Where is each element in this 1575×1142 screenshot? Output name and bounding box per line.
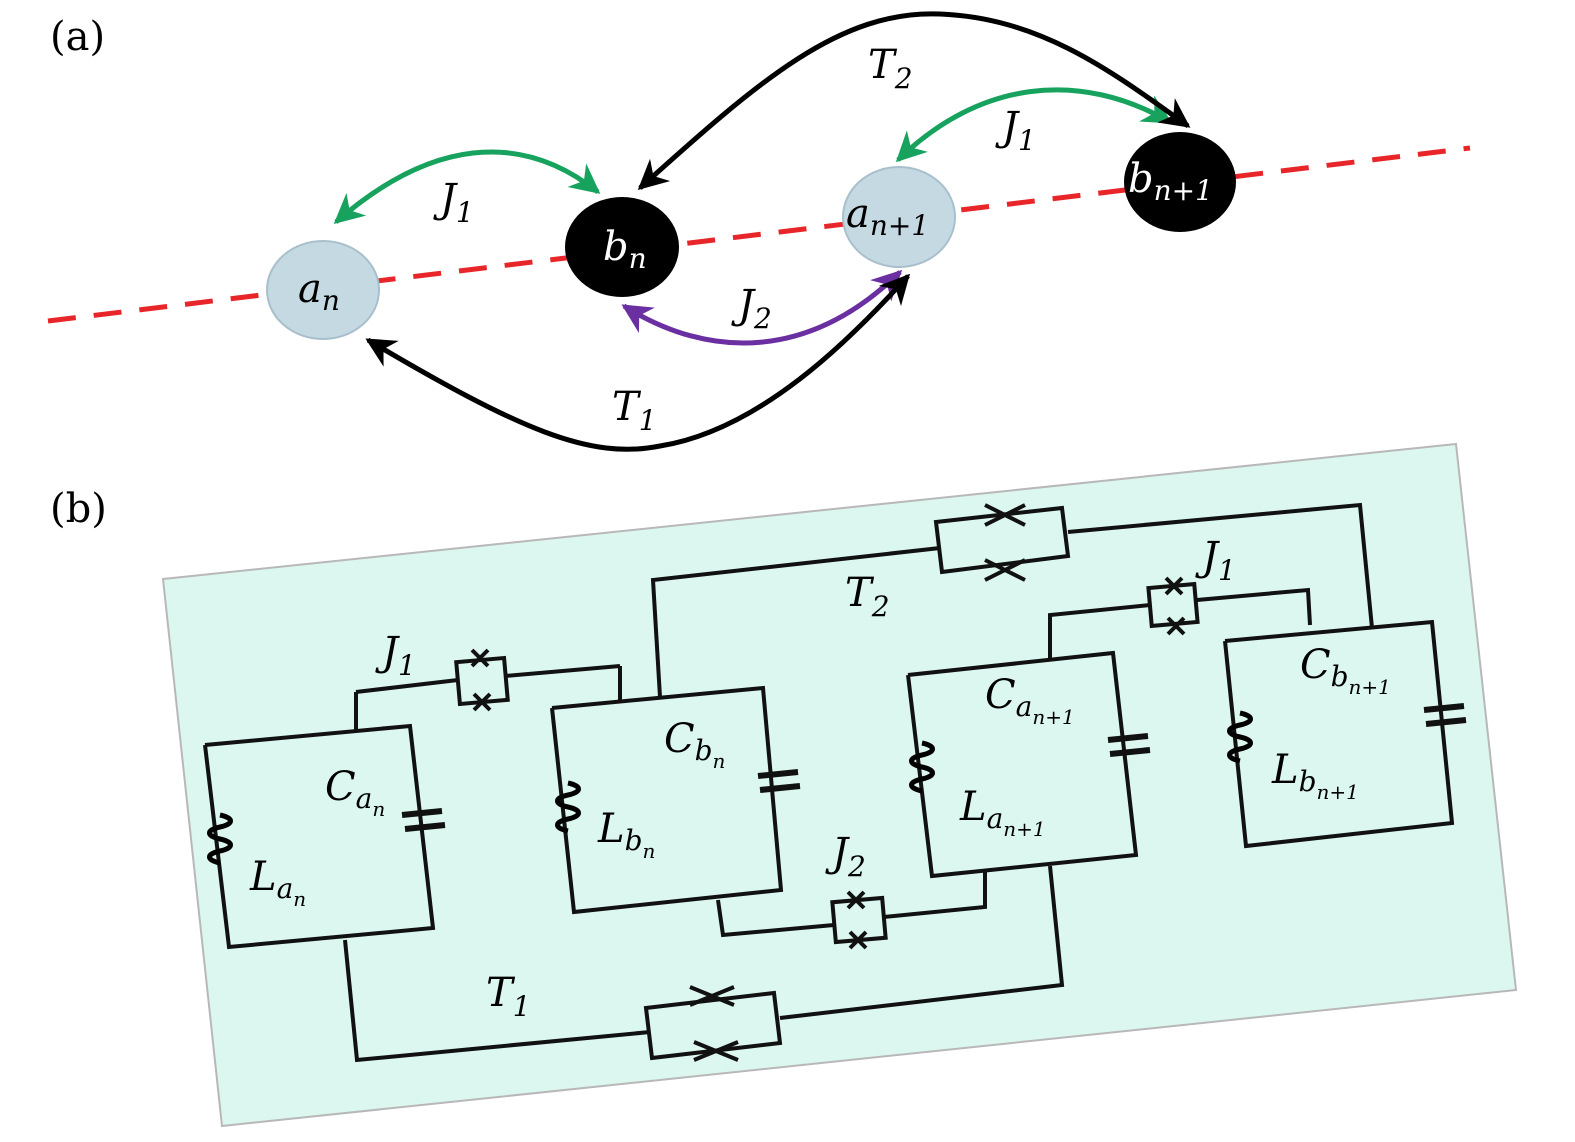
circuit-label-C-an1: Can+1 xyxy=(985,672,1075,729)
circuit-label-T2: T2 xyxy=(845,570,890,623)
T1-arrow xyxy=(365,273,911,452)
circuit xyxy=(203,502,1467,1063)
label-T1: T1 xyxy=(612,384,657,437)
panel-a: (a) an bn an+1 bn+1 J1 J1 J2 T1 T2 xyxy=(47,11,1471,452)
circuit-label-C-an: Can xyxy=(325,764,385,821)
label-J1-left: J1 xyxy=(433,176,474,229)
circuit-label-L-bn1: Lbn+1 xyxy=(1271,747,1359,804)
circuit-board-background xyxy=(161,442,1518,1128)
junction-J1-right xyxy=(1146,576,1312,636)
junction-J2 xyxy=(830,870,987,950)
resonator-b-n-plus-1 xyxy=(1067,502,1467,849)
lattice-axis-dashed-line xyxy=(47,145,1471,324)
node-a-n-plus-1: an+1 xyxy=(842,166,956,268)
panel-a-label: (a) xyxy=(50,14,105,60)
T2-arrow xyxy=(637,11,1191,191)
panel-b-label: (b) xyxy=(50,486,107,532)
resonator-a-n-plus-1 xyxy=(779,603,1151,1020)
junction-T1 xyxy=(643,985,783,1062)
node-b-n: bn xyxy=(565,197,679,297)
label-T2: T2 xyxy=(868,42,913,95)
svg-text:an: an xyxy=(298,266,340,317)
svg-text:bn: bn xyxy=(603,224,647,275)
circuit-label-C-bn: Cbn xyxy=(664,716,725,773)
resonator-a-n xyxy=(203,664,651,1063)
junction-J1-left xyxy=(454,648,510,712)
J1-left-arrow xyxy=(333,149,601,224)
node-b-n-plus-1: bn+1 xyxy=(1124,132,1236,232)
circuit-label-T1: T1 xyxy=(486,970,531,1023)
svg-text:bn+1: bn+1 xyxy=(1128,156,1213,207)
panel-b: (b) xyxy=(50,442,1518,1128)
label-J2: J2 xyxy=(731,282,772,335)
circuit-label-C-bn1: Cbn+1 xyxy=(1300,642,1391,699)
junction-T2 xyxy=(933,503,1071,582)
svg-text:an+1: an+1 xyxy=(846,191,929,242)
circuit-label-L-an1: Lan+1 xyxy=(959,784,1046,841)
label-J1-right: J1 xyxy=(995,104,1036,157)
node-a-n: an xyxy=(266,240,380,340)
circuit-label-L-an: Lan xyxy=(249,854,306,911)
resonator-b-n xyxy=(550,546,941,938)
circuit-label-L-bn: Lbn xyxy=(597,806,655,863)
